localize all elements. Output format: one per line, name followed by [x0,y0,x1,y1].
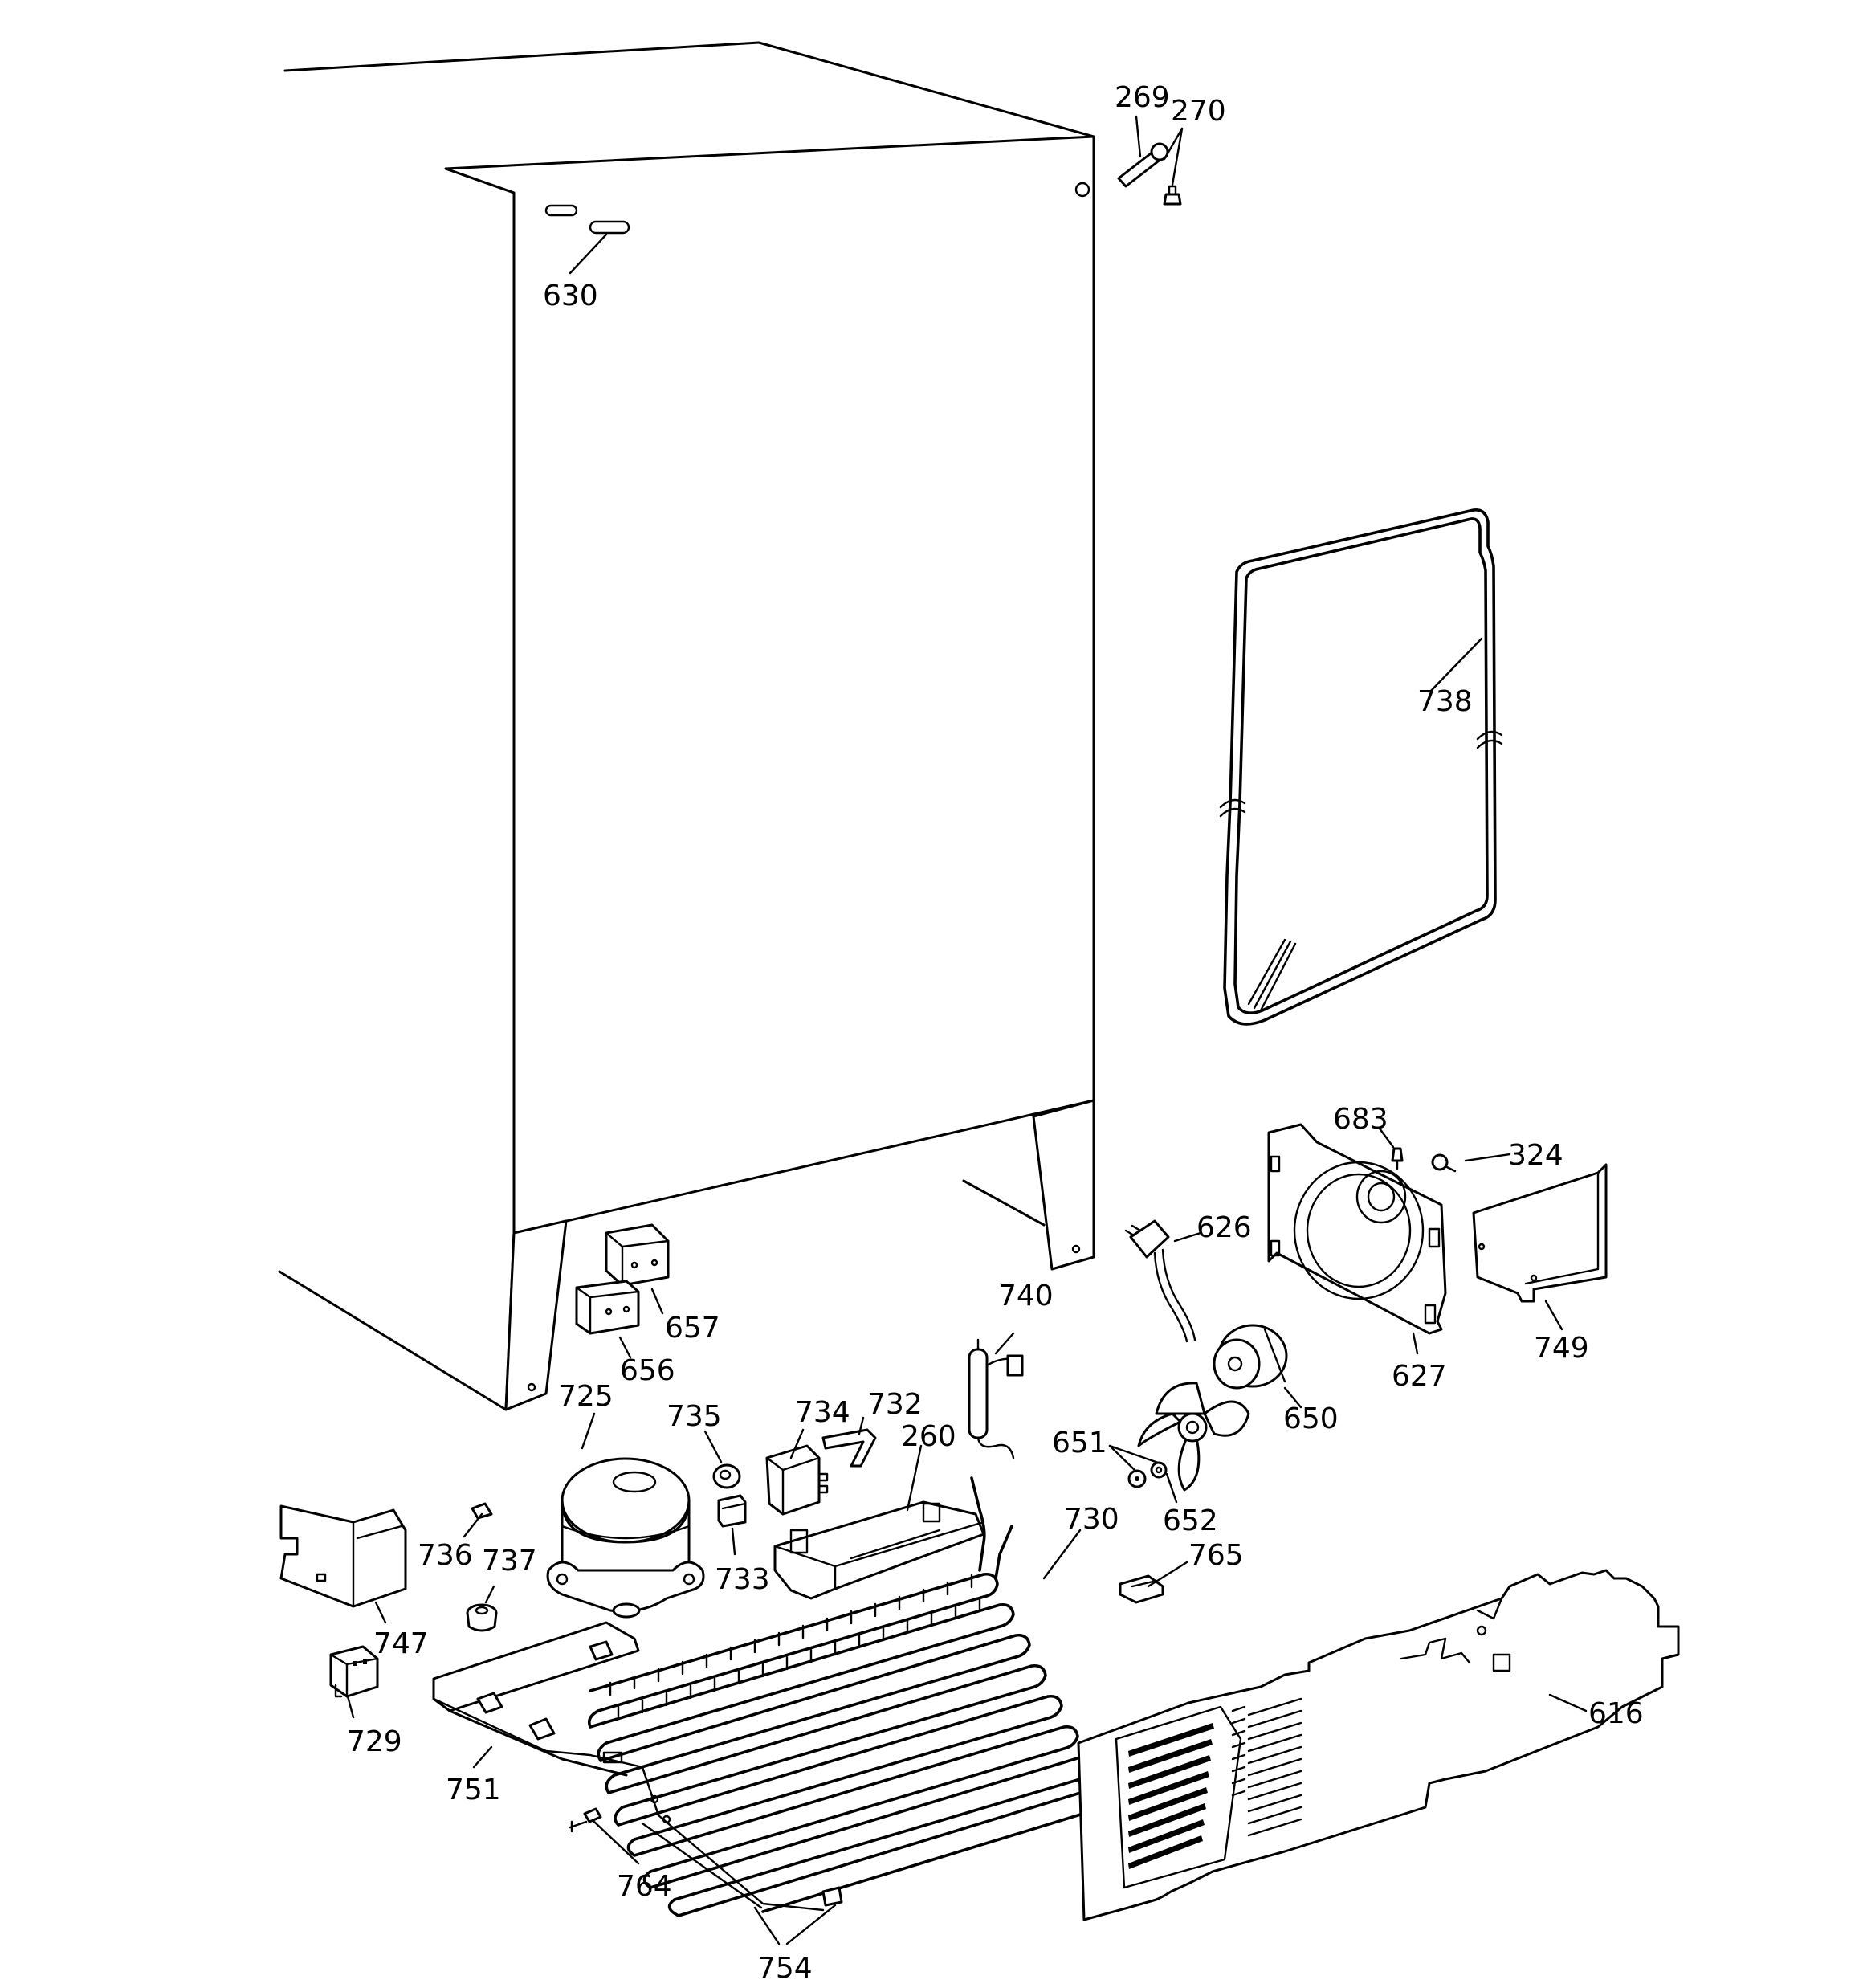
label-729: 729 [347,1725,402,1758]
hinge-screw-270 [1163,185,1182,206]
overload-734 [765,1444,829,1516]
drier-740 [968,1338,1024,1459]
label-324: 324 [1508,1139,1563,1172]
cover-plate-749 [1472,1163,1608,1303]
label-735: 735 [667,1400,722,1433]
power-cord-626 [1124,1219,1196,1343]
label-270: 270 [1171,95,1226,128]
label-651: 651 [1052,1427,1107,1459]
label-747: 747 [373,1627,429,1660]
clip-736 [471,1502,493,1520]
label-260: 260 [901,1420,956,1453]
drain-pan-260 [773,1500,985,1600]
label-627: 627 [1392,1360,1447,1393]
label-754: 754 [757,1952,813,1985]
door-gasket-738 [1219,508,1503,1026]
label-650: 650 [1283,1402,1339,1435]
label-656: 656 [620,1354,675,1387]
label-765: 765 [1188,1539,1244,1572]
leader-lines [346,115,1588,1945]
label-683: 683 [1333,1103,1388,1136]
compressor-725 [546,1457,705,1619]
label-733: 733 [715,1563,770,1596]
label-652: 652 [1163,1504,1218,1537]
label-740: 740 [998,1280,1054,1312]
washer-652 [1150,1461,1168,1479]
access-cover-616 [1077,1569,1680,1921]
terminal-cover-747 [279,1504,407,1608]
cabinet-plug-630 [544,204,630,235]
label-630: 630 [543,280,598,312]
bracket-657 [605,1223,670,1287]
screw-683 [1391,1147,1404,1170]
label-657: 657 [665,1312,720,1345]
label-737: 737 [482,1545,537,1578]
label-626: 626 [1196,1211,1252,1244]
grommet-737 [466,1603,498,1632]
label-736: 736 [418,1539,473,1572]
clip-732 [821,1428,877,1468]
label-764: 764 [617,1870,672,1903]
fan-motor-650 [1213,1324,1288,1390]
refrigerator-cabinet [278,41,1095,1411]
base-pan-751 [432,1621,825,1912]
clip-765 [1119,1574,1164,1604]
label-732: 732 [867,1388,923,1421]
fan-blade-651 [1137,1382,1250,1492]
label-616: 616 [1588,1697,1644,1730]
clip-754 [821,1886,843,1907]
clip-764 [569,1807,602,1833]
label-738: 738 [1417,685,1473,718]
grommet-735 [712,1463,741,1489]
label-725: 725 [558,1380,614,1413]
label-730: 730 [1064,1503,1119,1536]
label-749: 749 [1534,1332,1589,1365]
start-relay-729 [329,1645,379,1698]
nut-651 [1127,1469,1147,1488]
label-269: 269 [1115,81,1170,114]
fan-shroud-627 [1267,1123,1447,1335]
part-labels: 269 270 630 738 683 324 626 657 740 656 … [347,81,1644,1985]
label-734: 734 [795,1396,850,1429]
label-751: 751 [446,1774,501,1806]
bracket-656 [575,1280,640,1335]
relay-733 [717,1494,747,1528]
hinge-pin-269 [1117,142,1169,188]
screw-324 [1431,1153,1457,1173]
